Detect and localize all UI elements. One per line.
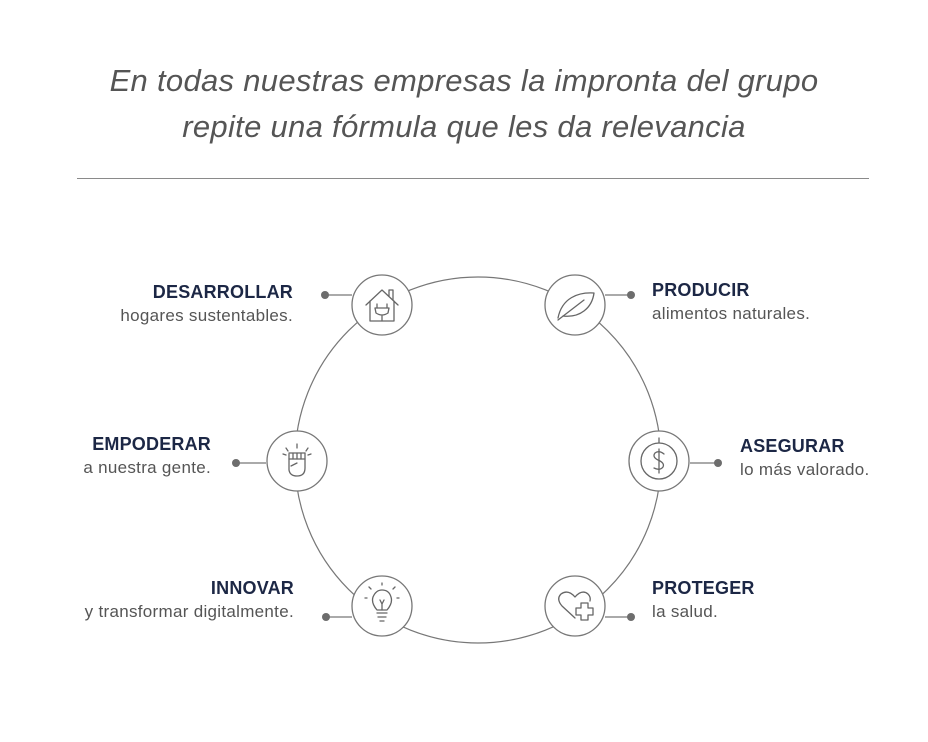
heart-plus-icon xyxy=(558,591,594,621)
connector-producir xyxy=(605,291,635,299)
item-subtitle: a nuestra gente. xyxy=(83,458,211,477)
headline: En todas nuestras empresas la impronta d… xyxy=(0,58,928,150)
item-subtitle: y transformar digitalmente. xyxy=(84,602,294,621)
connector-desarrollar xyxy=(321,291,352,299)
leaf-icon xyxy=(557,292,595,321)
item-title: EMPODERAR xyxy=(92,434,211,454)
headline-line-2: repite una fórmula que les da relevancia xyxy=(182,109,746,144)
connector-proteger xyxy=(605,613,635,621)
item-asegurar: ASEGURAR lo más valorado. xyxy=(740,434,928,482)
item-subtitle: la salud. xyxy=(652,602,719,621)
node-proteger xyxy=(544,575,606,637)
item-title: INNOVAR xyxy=(210,578,294,598)
item-title: PROTEGER xyxy=(652,578,755,598)
headline-line-1: En todas nuestras empresas la impronta d… xyxy=(109,63,819,98)
item-subtitle: hogares sustentables. xyxy=(120,306,293,325)
node-desarrollar xyxy=(351,274,413,336)
connector-innovar xyxy=(322,613,352,621)
connector-asegurar xyxy=(690,459,722,467)
item-innovar: INNOVAR y transformar digitalmente. xyxy=(14,576,294,624)
dollar-coin-icon xyxy=(640,437,678,480)
connector-empoderar xyxy=(232,459,266,467)
item-subtitle: alimentos naturales. xyxy=(652,304,811,323)
item-title: ASEGURAR xyxy=(740,436,845,456)
item-producir: PRODUCIR alimentos naturales. xyxy=(652,278,928,326)
item-title: DESARROLLAR xyxy=(152,282,293,302)
item-desarrollar: DESARROLLAR hogares sustentables. xyxy=(13,280,293,328)
divider xyxy=(77,178,869,179)
node-empoderar xyxy=(266,430,328,492)
lightbulb-icon xyxy=(364,582,400,622)
item-title: PRODUCIR xyxy=(652,280,750,300)
house-plug-icon xyxy=(365,289,399,322)
item-proteger: PROTEGER la salud. xyxy=(652,576,928,624)
main-ring xyxy=(294,276,662,644)
node-producir xyxy=(544,274,606,336)
item-subtitle: lo más valorado. xyxy=(740,460,870,479)
item-empoderar: EMPODERAR a nuestra gente. xyxy=(0,432,211,480)
raised-fist-icon xyxy=(282,443,312,477)
